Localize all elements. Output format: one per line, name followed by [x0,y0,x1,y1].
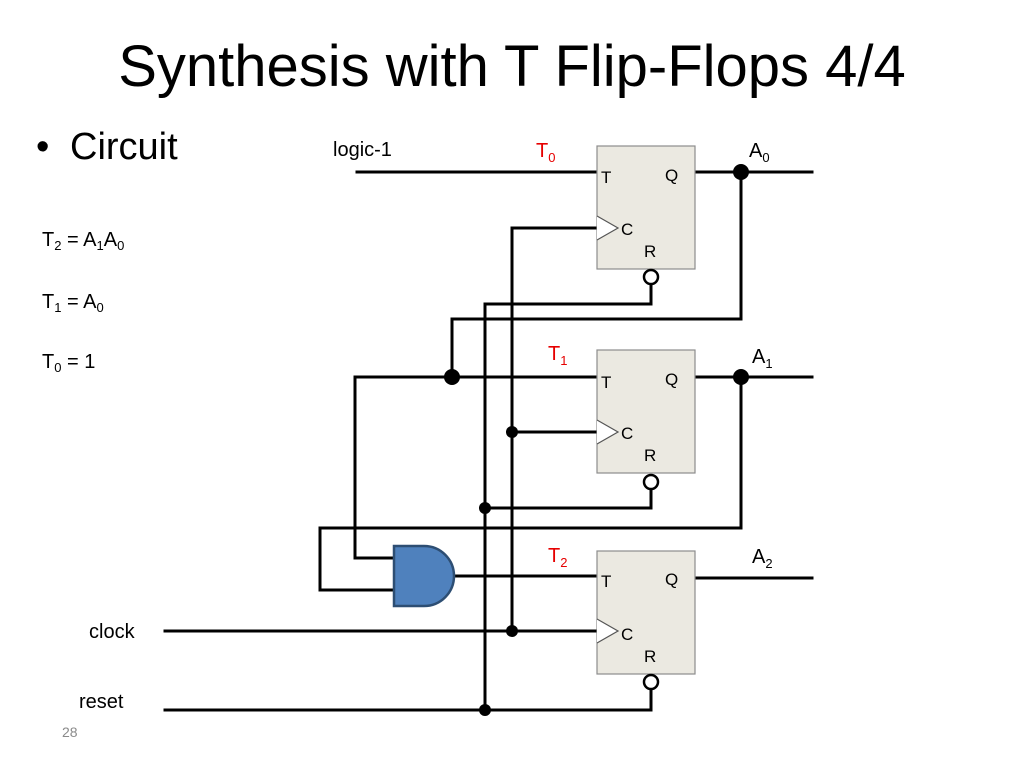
clock-triangle-icon [596,215,620,241]
svg-text:T: T [601,572,611,591]
a0-feedback-wire [450,170,743,379]
junctions [444,164,749,716]
clock-bus-vertical [510,226,599,633]
equation-t1: T1 = A0 [42,291,104,315]
reset-bubble-icon [642,473,660,491]
t2-label: T2 [548,545,567,570]
reset-bubble-icon [642,268,660,286]
and-input-a0-wire [353,375,396,560]
a0-label: A0 [749,140,770,165]
svg-text:R: R [644,647,656,666]
junction-reset-main [479,704,491,716]
svg-text:Q: Q [665,166,678,185]
reset-label: reset [79,691,124,713]
svg-text:C: C [621,220,633,239]
reset-bubble-icon [642,673,660,691]
svg-text:R: R [644,446,656,465]
reset-wire [163,688,653,712]
logic1-label: logic-1 [333,139,392,161]
equation-t0: T0 = 1 [42,351,96,375]
wires [163,170,814,712]
svg-text:Q: Q [665,370,678,389]
junction-clock-ff1 [506,426,518,438]
junction-a0 [733,164,749,180]
svg-text:Q: Q [665,570,678,589]
reset-branch-ff1 [483,488,653,510]
slide-title: Synthesis with T Flip-Flops 4/4 [118,34,906,99]
svg-text:T: T [601,168,611,187]
junction-a1 [733,369,749,385]
bullet-item: • Circuit [36,124,178,170]
svg-text:C: C [621,424,633,443]
flip-flop-1: T Q C R [596,349,696,491]
page-number: 28 [62,724,78,740]
junction-clock-main [506,625,518,637]
a1-feedback-wire [318,375,743,592]
clock-triangle-icon [596,618,620,644]
and-gate-icon [392,544,456,608]
bullet-dot-icon: • [36,126,50,168]
clock-triangle-icon [596,419,620,445]
flip-flop-0: T Q C R [596,145,696,286]
svg-text:R: R [644,242,656,261]
clock-label: clock [89,621,136,643]
a2-label: A2 [752,546,773,571]
flip-flop-2: T Q C R [596,550,696,691]
bullet-text: Circuit [70,126,178,168]
svg-text:C: C [621,625,633,644]
junction-t1 [444,369,460,385]
t1-label: T1 [548,343,567,368]
svg-text:T: T [601,373,611,392]
t0-label: T0 [536,140,555,165]
junction-reset-ff1 [479,502,491,514]
equation-t2: T2 = A1A0 [42,229,125,253]
a1-label: A1 [752,346,773,371]
